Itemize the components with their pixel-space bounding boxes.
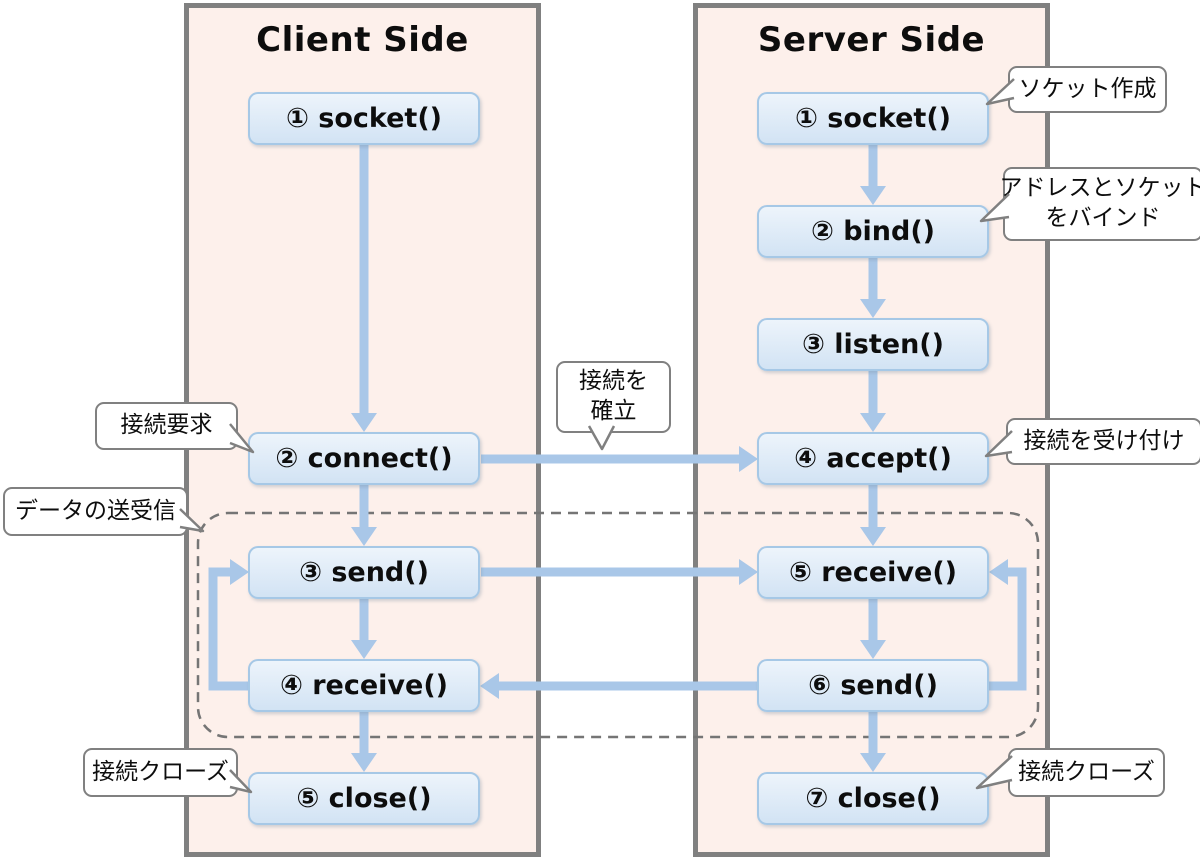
callout-data-exchange-text: データの送受信 (15, 497, 176, 524)
server-step-send: ⑥ send() (757, 659, 989, 712)
callout-bind-line2: をバインド (1045, 205, 1161, 231)
callout-establish-line1: 接続を (579, 368, 648, 395)
callout-accept-text: 接続を受け付け (1023, 427, 1185, 454)
callout-socket-create: ソケット作成 (1008, 66, 1167, 113)
callout-bind-line1: アドレスとソケット (999, 175, 1200, 202)
client-step-send: ③ send() (248, 546, 480, 599)
callout-server-close: 接続クローズ (1008, 748, 1165, 797)
callout-establish-line2: 確立 (590, 398, 637, 424)
callout-socket-create-text: ソケット作成 (1018, 75, 1157, 102)
callout-establish: 接続を 確立 (556, 361, 671, 433)
server-panel-title: Server Side (757, 20, 986, 60)
callout-client-close: 接続クローズ (83, 748, 238, 797)
server-step-listen: ③ listen() (757, 318, 989, 371)
callout-connect-request-text: 接続要求 (120, 412, 213, 439)
server-step-close: ⑦ close() (757, 772, 989, 825)
callout-accept: 接続を受け付け (1006, 418, 1200, 465)
client-panel-title: Client Side (256, 20, 469, 60)
client-step-close: ⑤ close() (248, 772, 480, 825)
callout-server-close-text: 接続クローズ (1018, 758, 1155, 785)
callout-data-exchange: データの送受信 (3, 487, 188, 536)
client-step-connect: ② connect() (248, 432, 480, 485)
client-step-receive: ④ receive() (248, 659, 480, 712)
server-step-accept: ④ accept() (757, 432, 989, 485)
server-step-bind: ② bind() (757, 205, 989, 258)
client-step-socket: ① socket() (248, 92, 480, 145)
callout-client-close-text: 接続クローズ (92, 758, 229, 785)
callout-bind: アドレスとソケット をバインド (999, 167, 1200, 241)
server-step-receive: ⑤ receive() (757, 546, 989, 599)
callout-connect-request: 接続要求 (95, 402, 238, 450)
server-step-socket: ① socket() (757, 92, 989, 145)
